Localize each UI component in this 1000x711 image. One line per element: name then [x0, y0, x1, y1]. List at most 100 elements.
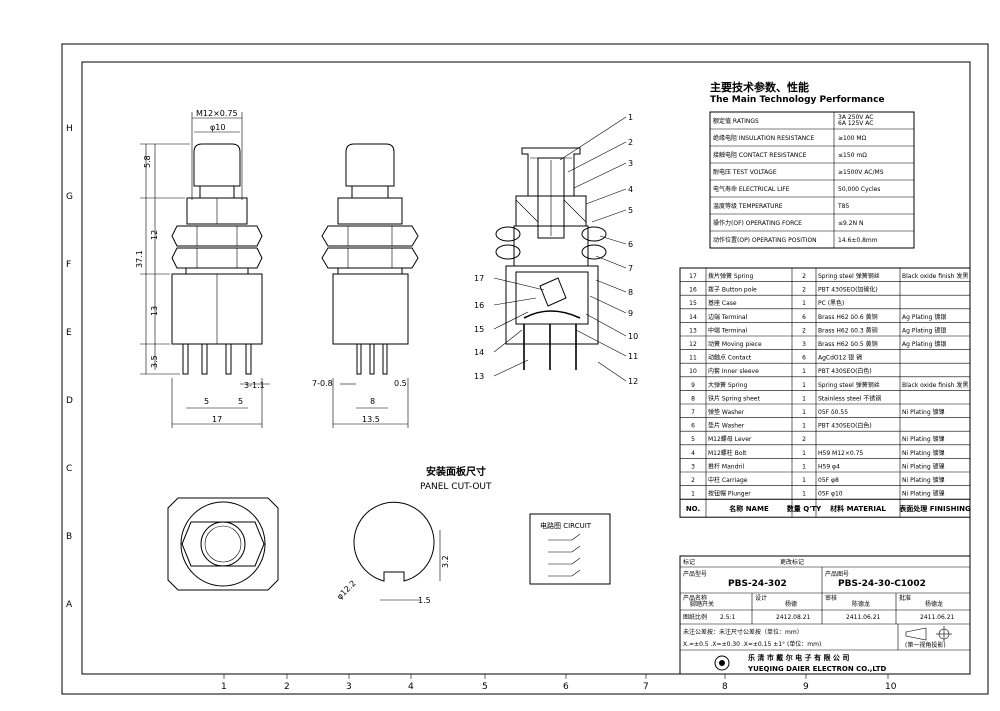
bom-cell: Ni Plating 镀镍 — [902, 462, 945, 470]
bom-cell: 2 — [802, 436, 806, 443]
zone-row-E: E — [66, 328, 72, 338]
bom-cell: Ni Plating 镀镍 — [902, 476, 945, 484]
bom-cell: 1 — [802, 300, 806, 307]
bom-cell: M12螺母 Lever — [708, 435, 752, 443]
bom-cell: 弹垫 Washer — [708, 408, 745, 416]
callout-10: 10 — [628, 332, 638, 341]
tb-name: 脚踏开关 — [690, 600, 714, 608]
tb-check: 陈德龙 — [852, 600, 870, 608]
bom-cell: 大弹簧 Spring — [708, 381, 747, 389]
circuit-box: 电路图 CIRCUIT — [529, 513, 611, 585]
perf-title-en: The Main Technology Performance — [710, 95, 885, 105]
callout-6: 6 — [628, 240, 633, 249]
bom-cell: 11 — [689, 355, 697, 362]
callout-9: 9 — [628, 309, 633, 318]
perf-key: 额定值 RATINGS — [713, 117, 759, 125]
perf-key: 电气寿命 ELECTRICAL LIFE — [713, 185, 790, 193]
bom-cell: 基座 Case — [708, 299, 737, 307]
bom-cell: PBT 430SEO(白色) — [818, 422, 872, 430]
bom-cell: H59 φ4 — [818, 463, 840, 470]
dim-h2: 12 — [150, 230, 159, 240]
bom-cell: Ag Plating 镀银 — [902, 313, 946, 321]
zone-row-B: B — [66, 532, 72, 542]
bom-header: NO. — [686, 505, 700, 513]
perf-value: 14.6±0.8mm — [838, 237, 878, 244]
callout-3: 3 — [628, 159, 633, 168]
bom-cell: 17 — [689, 273, 697, 280]
tb-date2: 2411.06.21 — [846, 614, 881, 621]
bom-cell: Ag Plating 镀银 — [902, 326, 946, 334]
callout-14: 14 — [474, 348, 484, 357]
panel-cutout: 安装面板尺寸 PANEL CUT-OUT 1.5 3.2 φ12.2 — [335, 465, 492, 605]
bom-cell: Ni Plating 镀镍 — [902, 449, 945, 457]
bom-cell: Spring steel 弹簧钢丝 — [818, 272, 880, 280]
perf-key: 温度等级 TEMPERATURE — [713, 202, 783, 210]
circuit-label: 电路图 CIRCUIT — [540, 521, 592, 530]
tb-scale: 2.5:1 — [720, 614, 736, 621]
callout-4: 4 — [628, 185, 633, 194]
bom-cell: 边端 Terminal — [708, 313, 748, 321]
tb-dn-label: 产品图号 — [825, 570, 849, 578]
bom-cell: Ag Plating 镀银 — [902, 340, 946, 348]
callout-17: 17 — [474, 274, 484, 283]
side-view: 7-0.8 0.5 8 13.5 — [312, 143, 419, 428]
bom-cell: 05F φ10 — [818, 491, 843, 498]
perf-value-line: 3A 250V AC — [838, 114, 873, 121]
bom-cell: 拨片弹簧 Spring — [708, 272, 753, 280]
bom-cell: Black oxide finish 发黑 — [902, 381, 968, 389]
bom-cell: Brass H62 δ0.6 黄铜 — [818, 313, 878, 321]
perf-value: ≥1500V AC/MS — [838, 169, 884, 176]
callout-5: 5 — [628, 206, 633, 215]
bom-cell: PBT 430SEO(白色) — [818, 367, 872, 375]
zone-col-5: 5 — [482, 682, 488, 692]
section-view — [495, 147, 607, 370]
zone-col-8: 8 — [722, 682, 728, 692]
perf-value: T85 — [837, 203, 849, 210]
bom-cell: 13 — [689, 327, 697, 334]
tb-mark: 标记 — [683, 558, 695, 566]
tb-date3: 2411.06.21 — [920, 614, 955, 621]
perf-value: ≤9.2N N — [838, 220, 863, 227]
dim-side-w: 0.5 — [394, 379, 407, 388]
bom-cell: PBT 430SEO(加碳化) — [818, 286, 878, 294]
bom-cell: Black oxide finish 发黑 — [902, 272, 968, 280]
zone-row-C: C — [66, 464, 72, 474]
dim-width: 17 — [212, 415, 222, 424]
callout-7: 7 — [628, 264, 633, 273]
callout-11: 11 — [628, 352, 638, 361]
zone-row-G: G — [66, 192, 73, 202]
bom-cell: 2 — [691, 477, 695, 484]
perf-value-line: 6A 125V AC — [838, 120, 873, 127]
bom-cell: 1 — [802, 423, 806, 430]
bom-cell: 14 — [689, 314, 697, 321]
bom-cell: M12螺柱 Bolt — [708, 449, 747, 457]
bom-cell: 16 — [689, 287, 697, 294]
zone-col-6: 6 — [563, 682, 569, 692]
bom-cell: Ni Plating 镀镍 — [902, 490, 945, 498]
bottom-view — [167, 497, 279, 591]
bom-cell: 6 — [691, 423, 695, 430]
panel-depth: 3.2 — [441, 555, 450, 568]
bom-cell: 1 — [802, 450, 806, 457]
bom-cell: 6 — [802, 355, 806, 362]
callout-15: 15 — [474, 325, 484, 334]
projection-symbol-icon — [905, 626, 952, 642]
bom-cell: Stainless steel 不锈钢 — [818, 394, 881, 402]
company-en: YUEQING DAIER ELECTRON CO.,LTD — [747, 665, 886, 673]
tb-note: 未注公差按：未注尺寸公差按（单位：mm） — [683, 628, 803, 636]
panel-title-en: PANEL CUT-OUT — [420, 482, 492, 492]
dim-pin: 3-1.1 — [244, 381, 265, 390]
callout-13: 13 — [474, 372, 484, 381]
bom-cell: 3 — [802, 341, 806, 348]
tb-approve-label: 批准 — [899, 594, 911, 602]
dim-thread: M12×0.75 — [196, 109, 238, 118]
bom-cell: 7 — [691, 409, 695, 416]
